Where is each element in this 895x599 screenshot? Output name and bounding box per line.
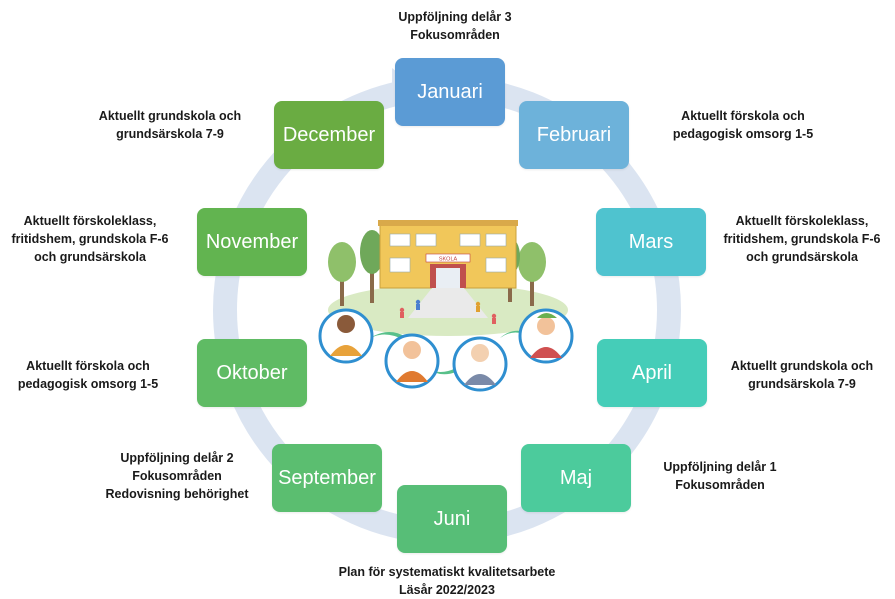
month-januari: Januari xyxy=(395,58,505,126)
month-oktober: Oktober xyxy=(197,339,307,407)
portrait-1 xyxy=(318,308,374,364)
month-september: September xyxy=(272,444,382,512)
month-december: December xyxy=(274,101,384,169)
note-november: Aktuellt förskoleklass,fritidshem, grund… xyxy=(11,214,169,264)
portrait-3 xyxy=(452,336,508,392)
portrait-4 xyxy=(518,308,574,364)
note-mars: Aktuellt förskoleklass,fritidshem, grund… xyxy=(723,214,881,264)
month-maj: Maj xyxy=(521,444,631,512)
portrait-2 xyxy=(384,333,440,389)
month-mars: Mars xyxy=(596,208,706,276)
tree-left xyxy=(328,230,384,306)
month-februari: Februari xyxy=(519,101,629,169)
month-juni: Juni xyxy=(397,485,507,553)
month-april: April xyxy=(597,339,707,407)
month-november: November xyxy=(197,208,307,276)
school-illustration: SKOLA xyxy=(318,220,574,392)
school-sign: SKOLA xyxy=(439,257,458,263)
playing-children xyxy=(399,299,497,324)
school-building: SKOLA xyxy=(378,220,518,289)
school-path xyxy=(408,288,488,318)
